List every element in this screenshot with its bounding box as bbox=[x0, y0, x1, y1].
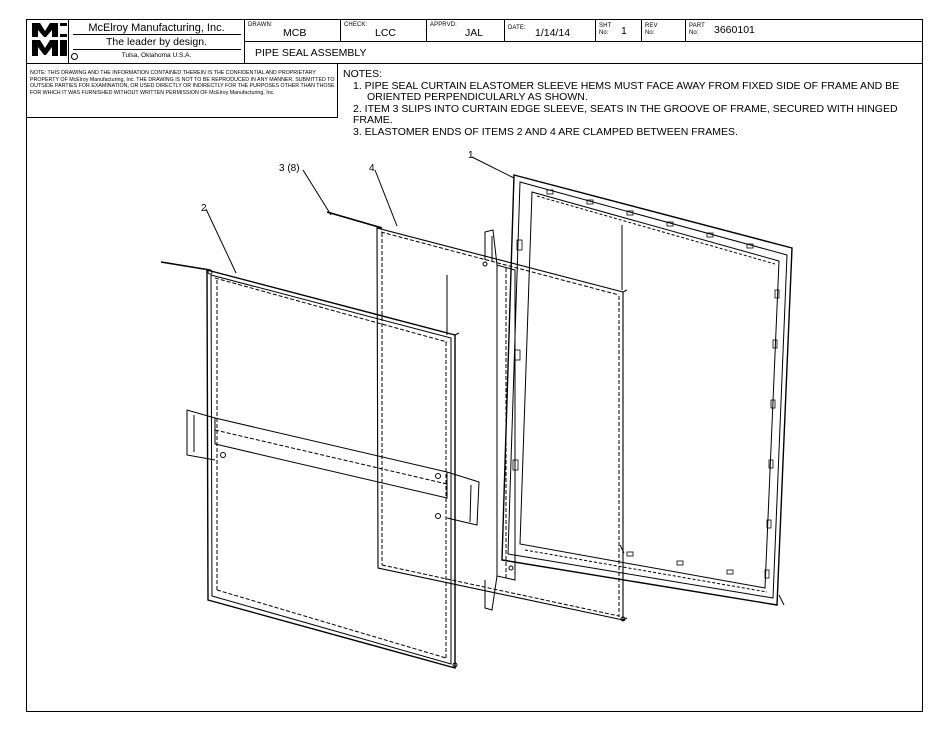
mmi-logo-icon bbox=[32, 23, 67, 56]
drawing-title-cell: PIPE SEAL ASSEMBLY bbox=[245, 42, 923, 64]
company-block: McElroy Manufacturing, Inc. The leader b… bbox=[69, 20, 244, 64]
check-value: LCC bbox=[375, 27, 397, 39]
drawing-title: PIPE SEAL ASSEMBLY bbox=[255, 47, 367, 59]
title-block: McElroy Manufacturing, Inc. The leader b… bbox=[27, 20, 923, 64]
registered-mark-icon bbox=[71, 53, 78, 60]
logo-cell bbox=[27, 20, 69, 64]
part-number: 3660101 bbox=[714, 24, 755, 36]
company-name: McElroy Manufacturing, Inc. bbox=[88, 22, 225, 34]
confidential-box bbox=[27, 64, 338, 118]
company-location: Tulsa, Oklahoma U.S.A. bbox=[121, 52, 192, 59]
note-1: 1. PIPE SEAL CURTAIN ELASTOMER SLEEVE HE… bbox=[353, 79, 900, 92]
leader-item-2 bbox=[205, 208, 237, 274]
rev-cell: REV No: bbox=[642, 20, 686, 42]
notes-block: NOTES: 1. PIPE SEAL CURTAIN ELASTOMER SL… bbox=[343, 68, 922, 138]
sheet-value: 1 bbox=[621, 25, 627, 37]
leader-item-1 bbox=[471, 156, 515, 179]
apprvd-value: JAL bbox=[465, 27, 484, 39]
drawn-value: MCB bbox=[283, 27, 307, 39]
part-cell: PART No: 3660101 bbox=[686, 20, 923, 42]
callout-item-2: 2 bbox=[201, 203, 207, 214]
leader-item-4 bbox=[374, 169, 398, 227]
assembly-drawing bbox=[160, 156, 793, 669]
leader-item-3 bbox=[302, 169, 332, 216]
check-cell: CHECK: LCC bbox=[341, 20, 427, 42]
curtain-item-4 bbox=[376, 225, 628, 622]
cable-item-3 bbox=[326, 211, 383, 229]
note-2: 2. ITEM 3 SLIPS INTO CURTAIN EDGE SLEEVE… bbox=[353, 102, 898, 126]
callout-item-1: 1 bbox=[468, 150, 474, 161]
callout-item-3: 3 (8) bbox=[279, 163, 300, 174]
apprvd-cell: APPRVD: JAL bbox=[427, 20, 505, 42]
note-1-cont: ORIENTED PERPENDICULARLY AS SHOWN. bbox=[367, 91, 588, 103]
drawing-sheet: McElroy Manufacturing, Inc. The leader b… bbox=[26, 19, 923, 712]
sheet-cell: SHT No: 1 bbox=[596, 20, 642, 42]
date-cell: DATE: 1/14/14 bbox=[505, 20, 596, 42]
note-3: 3. ELASTOMER ENDS OF ITEMS 2 AND 4 ARE C… bbox=[353, 125, 738, 138]
company-slogan: The leader by design. bbox=[106, 36, 207, 48]
drawn-cell: DRAWN: MCB bbox=[245, 20, 341, 42]
notes-title: NOTES: bbox=[343, 68, 383, 80]
curtain-item-2 bbox=[186, 269, 480, 669]
cable-item-2-lead bbox=[160, 261, 211, 271]
frame-item-1 bbox=[501, 174, 793, 606]
confidential-notice: NOTE: THIS DRAWING AND THE INFORMATION C… bbox=[30, 70, 335, 96]
callout-item-4: 4 bbox=[369, 163, 375, 174]
date-value: 1/14/14 bbox=[535, 27, 571, 39]
